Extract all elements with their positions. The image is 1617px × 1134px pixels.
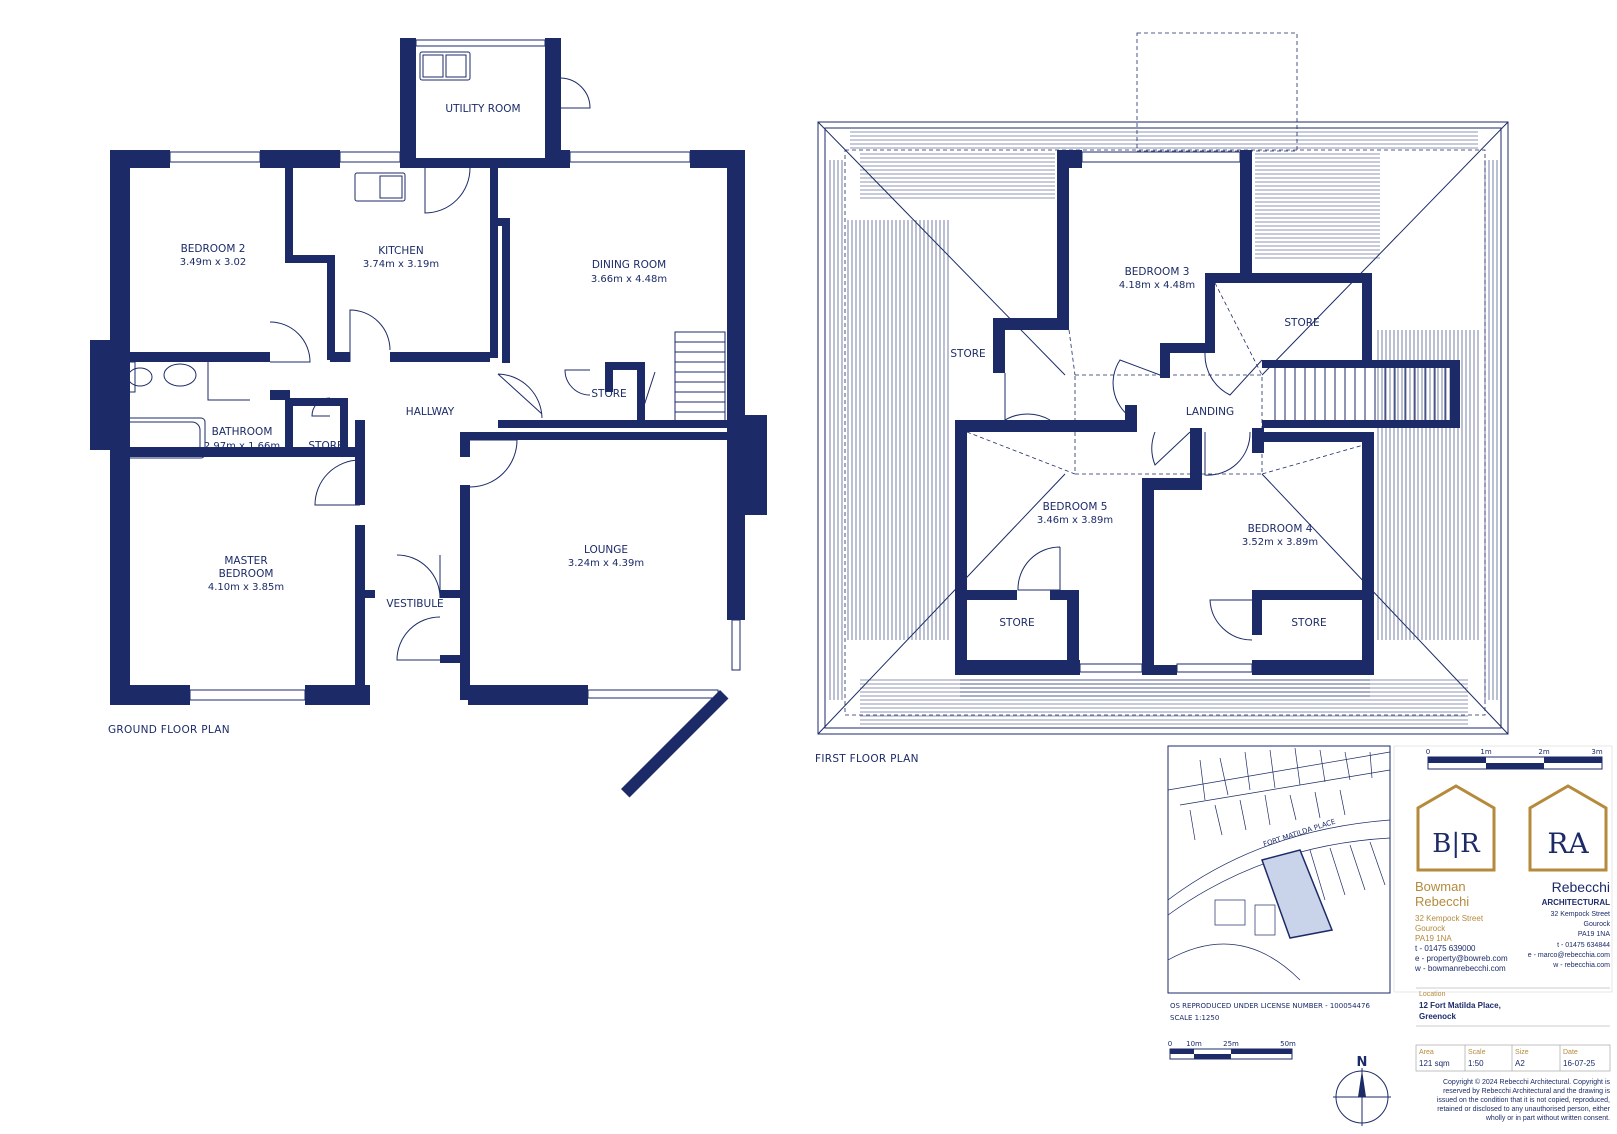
roof-hatching bbox=[829, 131, 1498, 725]
copyright-line-4: retained or disclosed to any unauthorise… bbox=[1437, 1106, 1610, 1113]
first-floor-doors bbox=[1004, 352, 1263, 641]
map-scale: SCALE 1:1250 bbox=[1170, 1014, 1219, 1022]
br-name-1: Bowman bbox=[1415, 879, 1466, 894]
bowman-rebecchi-logo: B|R bbox=[1416, 784, 1496, 872]
bedroom5-dims: 3.46m x 3.89m bbox=[1037, 515, 1113, 526]
brand-panel: B|R Bowman Rebecchi 32 Kempock Street Go… bbox=[1393, 745, 1613, 1122]
vestibule-name: VESTIBULE bbox=[386, 598, 443, 610]
br-phone: t - 01475 639000 bbox=[1415, 944, 1476, 953]
north-arrow-icon: N bbox=[1333, 1055, 1391, 1126]
first-floor-stairs bbox=[966, 282, 1446, 475]
ground-floor-walls bbox=[90, 38, 767, 798]
bedroom4-dims: 3.52m x 3.89m bbox=[1242, 537, 1318, 548]
bedroom2-dims: 3.49m x 3.02 bbox=[180, 257, 247, 268]
store-left-name: STORE bbox=[950, 348, 985, 360]
ra-address-2: Gourock bbox=[1584, 921, 1611, 928]
map-scale-tick-1: 10m bbox=[1186, 1040, 1202, 1048]
master-bedroom-name-1: MASTER bbox=[224, 555, 267, 567]
copyright-line-2: reserved by Rebecchi Architectural and t… bbox=[1443, 1088, 1610, 1095]
copyright-line-5: wholly or in part without written consen… bbox=[1485, 1115, 1610, 1122]
map-license: OS REPRODUCED UNDER LICENSE NUMBER - 100… bbox=[1170, 1002, 1370, 1010]
map-scale-tick-0: 0 bbox=[1168, 1040, 1172, 1048]
utility-room-name: UTILITY ROOM bbox=[445, 103, 520, 115]
bedroom3-dims: 4.18m x 4.48m bbox=[1119, 280, 1195, 291]
ra-web: w - rebecchia.com bbox=[1552, 962, 1610, 969]
north-label: N bbox=[1357, 1055, 1368, 1070]
ra-phone: t - 01475 634844 bbox=[1557, 942, 1610, 949]
kitchen-dims: 3.74m x 3.19m bbox=[363, 259, 439, 270]
ground-floor-windows bbox=[95, 39, 741, 701]
br-address-3: PA19 1NA bbox=[1415, 934, 1452, 943]
store-right-name: STORE bbox=[1284, 317, 1319, 329]
info-area-value: 121 sqm bbox=[1419, 1059, 1450, 1068]
br-email: e - property@bowreb.com bbox=[1415, 954, 1508, 963]
first-floor-plan: BEDROOM 3 4.18m x 4.48m STORE STORE LAND… bbox=[815, 32, 1509, 765]
landing-name: LANDING bbox=[1186, 406, 1234, 418]
info-area-label: Area bbox=[1419, 1049, 1434, 1056]
location-line-1: 12 Fort Matilda Place, bbox=[1419, 1001, 1501, 1010]
ground-floor-doors bbox=[207, 77, 591, 661]
lounge-name: LOUNGE bbox=[584, 544, 628, 556]
dining-store-name: STORE bbox=[591, 388, 626, 400]
ra-email: e - marco@rebecchia.com bbox=[1528, 952, 1610, 959]
br-address-2: Gourock bbox=[1415, 924, 1446, 933]
copyright-line-1: Copyright © 2024 Rebecchi Architectural.… bbox=[1443, 1078, 1611, 1086]
ra-name-1: Rebecchi bbox=[1552, 879, 1610, 895]
location-line-2: Greenock bbox=[1419, 1012, 1456, 1021]
br-web: w - bowmanrebecchi.com bbox=[1414, 964, 1506, 973]
scale-tick-3: 3m bbox=[1591, 748, 1602, 756]
info-size-label: Size bbox=[1515, 1049, 1529, 1056]
dining-room-dims: 3.66m x 4.48m bbox=[591, 274, 667, 285]
ground-floor-plan: UTILITY ROOM BEDROOM 2 3.49m x 3.02 KITC… bbox=[90, 38, 767, 798]
br-name-2: Rebecchi bbox=[1415, 894, 1469, 909]
copyright-line-3: issued on the condition that it is not c… bbox=[1437, 1097, 1610, 1104]
master-bedroom-dims: 4.10m x 3.85m bbox=[208, 582, 284, 593]
bedroom3-name: BEDROOM 3 bbox=[1125, 266, 1190, 278]
ground-floor-labels: UTILITY ROOM BEDROOM 2 3.49m x 3.02 KITC… bbox=[108, 103, 667, 736]
map-scale-tick-3: 50m bbox=[1280, 1040, 1296, 1048]
map-scale-tick-2: 25m bbox=[1223, 1040, 1239, 1048]
scale-tick-1: 1m bbox=[1480, 748, 1491, 756]
first-floor-windows bbox=[1079, 151, 1253, 673]
ra-address-1: 32 Kempock Street bbox=[1550, 911, 1610, 918]
location-label: Location bbox=[1419, 991, 1446, 998]
bathroom-dims: 2.97m x 1.66m bbox=[204, 441, 280, 452]
bedroom5-name: BEDROOM 5 bbox=[1043, 501, 1108, 513]
first-floor-labels: BEDROOM 3 4.18m x 4.48m STORE STORE LAND… bbox=[815, 266, 1327, 765]
roof-outline bbox=[817, 32, 1509, 735]
info-scale-label: Scale bbox=[1468, 1049, 1486, 1056]
ground-floor-title: GROUND FLOOR PLAN bbox=[108, 724, 230, 736]
info-scale-value: 1:50 bbox=[1468, 1059, 1484, 1068]
store-b5-name: STORE bbox=[999, 617, 1034, 629]
ra-monogram: RA bbox=[1547, 827, 1589, 860]
kitchen-name: KITCHEN bbox=[378, 245, 424, 257]
br-address-1: 32 Kempock Street bbox=[1415, 914, 1484, 923]
location-map: FORT MATILDA PLACE OS REPRODUCED UNDER L… bbox=[1167, 745, 1391, 1060]
master-bedroom-name-2: BEDROOM bbox=[219, 568, 274, 580]
ra-address-3: PA19 1NA bbox=[1578, 931, 1610, 938]
br-monogram: B|R bbox=[1432, 829, 1481, 859]
bedroom4-name: BEDROOM 4 bbox=[1248, 523, 1313, 535]
bedroom2-name: BEDROOM 2 bbox=[181, 243, 246, 255]
scale-tick-2: 2m bbox=[1538, 748, 1549, 756]
store-b4-name: STORE bbox=[1291, 617, 1326, 629]
info-size-value: A2 bbox=[1515, 1059, 1525, 1068]
dining-room-name: DINING ROOM bbox=[592, 259, 666, 271]
scale-tick-0: 0 bbox=[1426, 748, 1430, 756]
drawing-info-row: Area 121 sqm Scale 1:50 Size A2 Date 16-… bbox=[1415, 1044, 1611, 1072]
scale-bar: 0 1m 2m 3m bbox=[1426, 748, 1603, 770]
bathroom-name: BATHROOM bbox=[212, 426, 273, 438]
lounge-dims: 3.24m x 4.39m bbox=[568, 558, 644, 569]
rebecchi-architectural-logo: RA bbox=[1528, 784, 1608, 872]
first-floor-walls bbox=[955, 150, 1460, 675]
info-date-value: 16-07-25 bbox=[1563, 1059, 1596, 1068]
first-floor-title: FIRST FLOOR PLAN bbox=[815, 753, 919, 765]
ra-name-2: ARCHITECTURAL bbox=[1542, 898, 1611, 907]
ground-floor-fixtures bbox=[114, 51, 726, 459]
bath-store-name: STORE bbox=[308, 440, 343, 452]
copyright-note: Copyright © 2024 Rebecchi Architectural.… bbox=[1437, 1078, 1611, 1122]
hallway-name: HALLWAY bbox=[406, 406, 455, 418]
info-date-label: Date bbox=[1563, 1049, 1578, 1056]
